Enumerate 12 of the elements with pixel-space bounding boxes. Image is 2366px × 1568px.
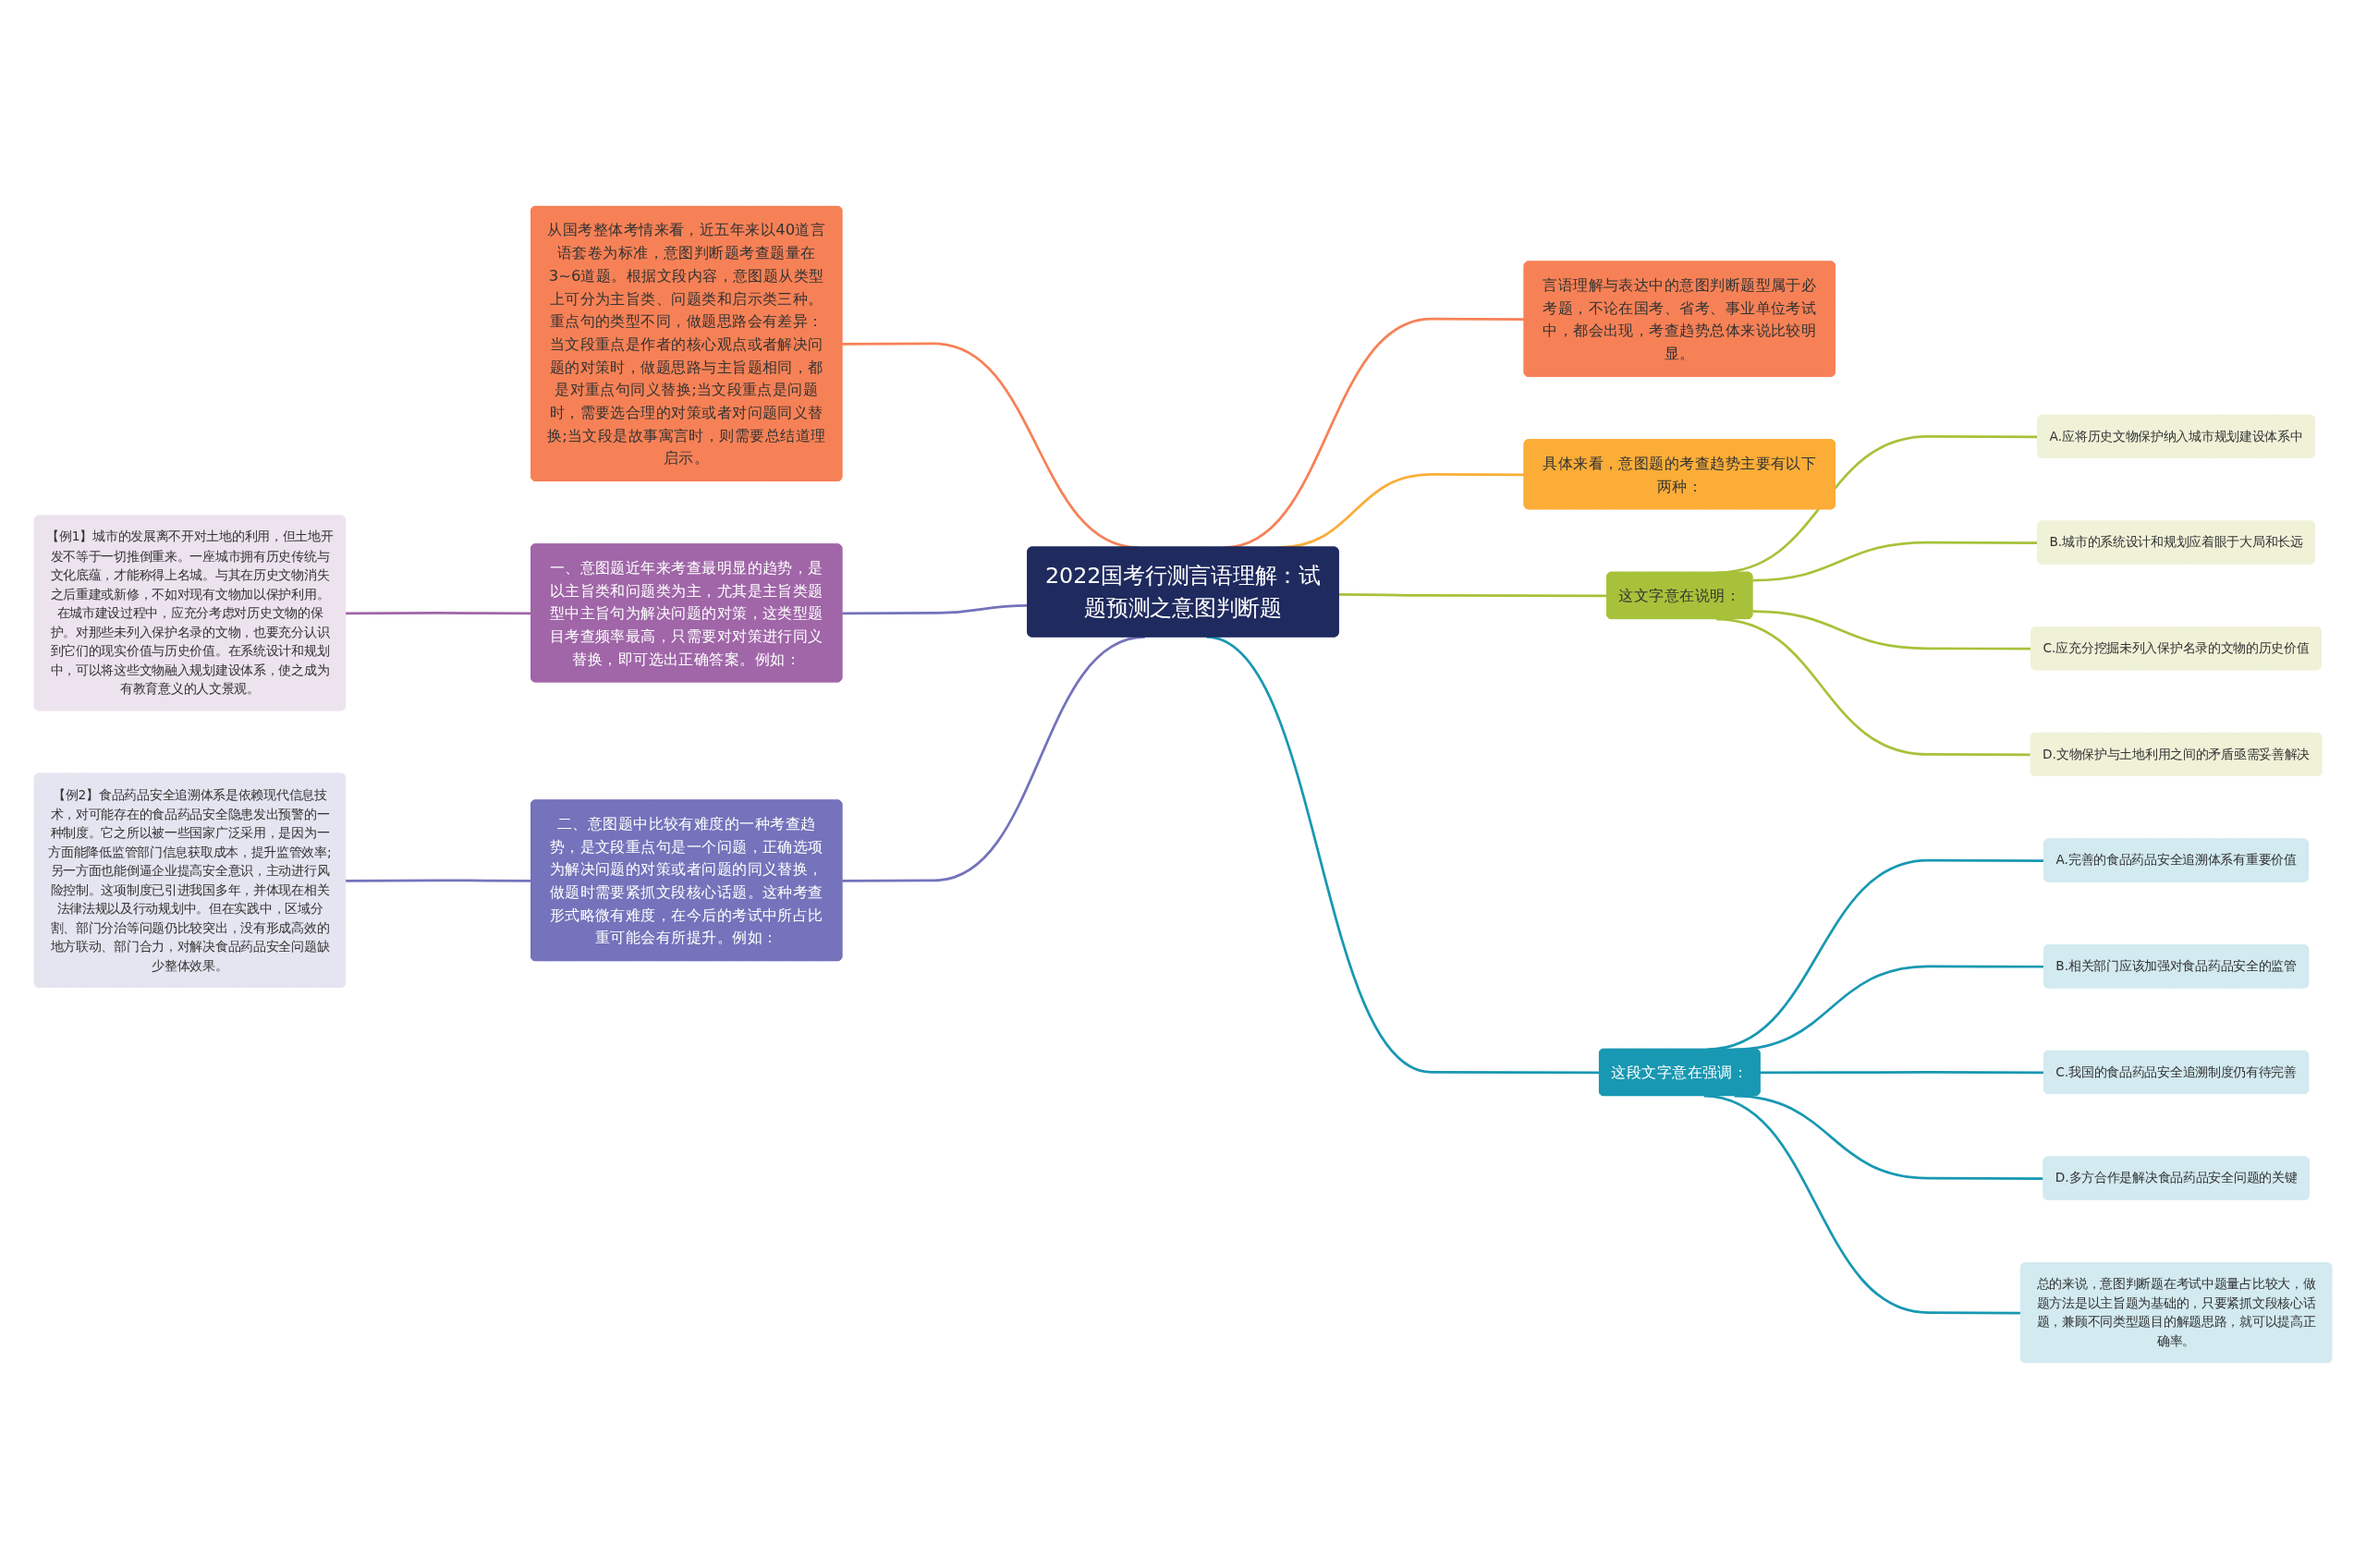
connector [346,878,532,882]
connector [842,603,1029,614]
connector [346,611,532,614]
connector [1760,1070,2044,1074]
connector [1715,617,2031,756]
connector [1206,635,1600,1074]
connector [842,635,1146,882]
connector [1752,609,2032,650]
connector [1703,1094,2021,1314]
connector [1752,541,2039,581]
connector [1338,592,1608,597]
connector [1734,1094,2044,1180]
